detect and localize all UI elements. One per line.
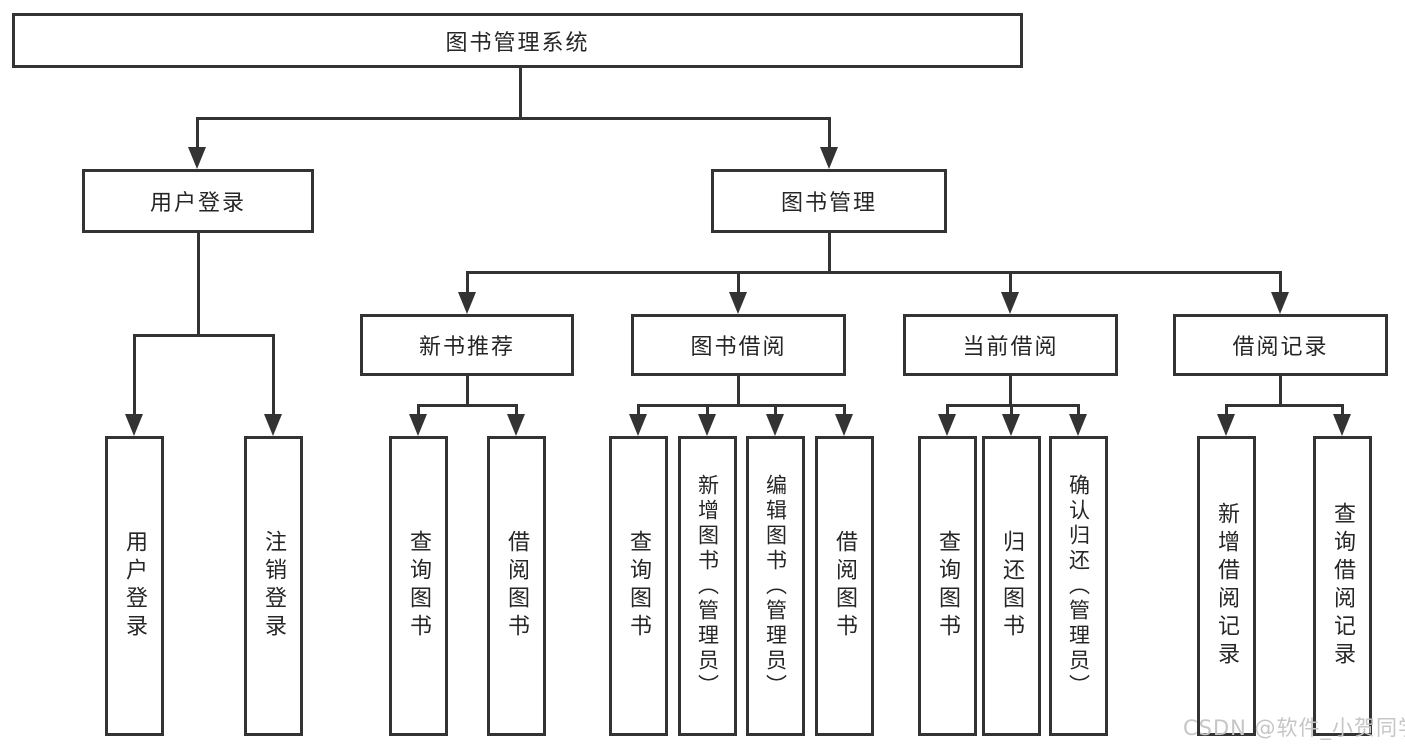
connector-recommend-hline xyxy=(417,404,518,407)
connector-level2-hline xyxy=(196,117,831,120)
connector-arrow-stem xyxy=(272,334,275,414)
connector-user-login-hline xyxy=(133,334,275,337)
connector-borrow-stem xyxy=(737,374,740,407)
arrow-down-icon xyxy=(409,414,427,436)
arrow-down-icon xyxy=(938,414,956,436)
leaf-user-login-label: 用户登录 xyxy=(122,530,148,642)
node-borrow-records-label: 借阅记录 xyxy=(1232,335,1329,360)
leaf-query-borrow-record-label: 查询借阅记录 xyxy=(1330,502,1356,670)
connector-current-stem xyxy=(1009,374,1012,407)
leaf-edit-books-admin-label: 编辑图书（管理员） xyxy=(763,473,788,699)
connector-arrow-stem xyxy=(196,117,199,150)
node-borrow-records: 借阅记录 xyxy=(1173,314,1388,376)
leaf-edit-books-admin: 编辑图书（管理员） xyxy=(746,436,805,736)
connector-arrow-stem xyxy=(133,334,136,414)
connector-arrow-stem xyxy=(843,404,846,418)
connector-arrow-stem xyxy=(774,404,777,418)
connector-arrow-stem xyxy=(1225,404,1228,418)
node-book-management-label: 图书管理 xyxy=(780,191,877,216)
arrow-down-icon xyxy=(264,414,282,436)
connector-arrow-stem xyxy=(637,404,640,418)
connector-records-hline xyxy=(1225,404,1344,407)
leaf-borrow-books: 借阅图书 xyxy=(815,436,874,736)
arrow-down-icon xyxy=(188,147,206,169)
arrow-down-icon xyxy=(729,292,747,314)
leaf-recommend-borrow-books-label: 借阅图书 xyxy=(504,530,530,642)
leaf-add-books-admin: 新增图书（管理员） xyxy=(678,436,737,736)
node-book-management: 图书管理 xyxy=(711,169,947,233)
arrow-down-icon xyxy=(1002,414,1020,436)
connector-recommend-stem xyxy=(466,374,469,407)
leaf-return-books-label: 归还图书 xyxy=(999,530,1025,642)
arrow-down-icon xyxy=(125,414,143,436)
arrow-down-icon xyxy=(1001,292,1019,314)
leaf-confirm-return-admin-label: 确认归还（管理员） xyxy=(1066,473,1091,699)
leaf-recommend-query-books-label: 查询图书 xyxy=(406,530,432,642)
connector-book-mgmt-stem xyxy=(828,231,831,273)
leaf-user-login: 用户登录 xyxy=(105,436,164,736)
connector-arrow-stem xyxy=(946,404,949,418)
node-current-borrow: 当前借阅 xyxy=(903,314,1118,376)
watermark: CSDN @软件_小贺同学 xyxy=(1183,716,1405,740)
leaf-add-borrow-record: 新增借阅记录 xyxy=(1197,436,1256,736)
node-library-system-label: 图书管理系统 xyxy=(445,30,590,56)
node-new-book-recommend-label: 新书推荐 xyxy=(418,335,515,360)
connector-arrow-stem xyxy=(1077,404,1080,418)
leaf-current-query-books-label: 查询图书 xyxy=(935,530,961,642)
leaf-logout: 注销登录 xyxy=(244,436,303,736)
arrow-down-icon xyxy=(698,414,716,436)
arrow-down-icon xyxy=(458,292,476,314)
node-library-system: 图书管理系统 xyxy=(12,13,1023,68)
arrow-down-icon xyxy=(507,414,525,436)
leaf-add-books-admin-label: 新增图书（管理员） xyxy=(695,473,720,699)
leaf-return-books: 归还图书 xyxy=(982,436,1041,736)
connector-arrow-stem xyxy=(828,117,831,150)
leaf-confirm-return-admin: 确认归还（管理员） xyxy=(1049,436,1108,736)
connector-records-stem xyxy=(1279,374,1282,407)
connector-arrow-stem xyxy=(417,404,420,418)
leaf-current-query-books: 查询图书 xyxy=(918,436,977,736)
arrow-down-icon xyxy=(1271,292,1289,314)
connector-user-login-stem xyxy=(197,231,200,335)
node-user-login-label: 用户登录 xyxy=(149,191,246,216)
connector-borrow-hline xyxy=(637,404,846,407)
arrow-down-icon xyxy=(835,414,853,436)
connector-current-hline xyxy=(946,404,1080,407)
connector-arrow-stem xyxy=(515,404,518,418)
leaf-borrow-query-books: 查询图书 xyxy=(609,436,668,736)
connector-arrow-stem xyxy=(1009,271,1012,295)
connector-arrow-stem xyxy=(706,404,709,418)
arrow-down-icon xyxy=(766,414,784,436)
node-book-borrow: 图书借阅 xyxy=(631,314,846,376)
leaf-borrow-query-books-label: 查询图书 xyxy=(626,530,652,642)
leaf-query-borrow-record: 查询借阅记录 xyxy=(1313,436,1372,736)
arrow-down-icon xyxy=(629,414,647,436)
arrow-down-icon xyxy=(820,147,838,169)
leaf-borrow-books-label: 借阅图书 xyxy=(832,530,858,642)
node-new-book-recommend: 新书推荐 xyxy=(360,314,574,376)
arrow-down-icon xyxy=(1333,414,1351,436)
node-current-borrow-label: 当前借阅 xyxy=(962,335,1059,360)
leaf-add-borrow-record-label: 新增借阅记录 xyxy=(1214,502,1240,670)
connector-arrow-stem xyxy=(1279,271,1282,295)
arrow-down-icon xyxy=(1069,414,1087,436)
arrow-down-icon xyxy=(1217,414,1235,436)
connector-arrow-stem xyxy=(737,271,740,295)
connector-level3-hline xyxy=(466,271,1282,274)
leaf-recommend-query-books: 查询图书 xyxy=(389,436,448,736)
connector-root-stem xyxy=(519,66,522,119)
node-book-borrow-label: 图书借阅 xyxy=(690,335,787,360)
connector-arrow-stem xyxy=(466,271,469,295)
leaf-logout-label: 注销登录 xyxy=(261,530,287,642)
leaf-recommend-borrow-books: 借阅图书 xyxy=(487,436,546,736)
connector-arrow-stem xyxy=(1341,404,1344,418)
node-user-login: 用户登录 xyxy=(82,169,314,233)
connector-arrow-stem xyxy=(1010,404,1013,418)
